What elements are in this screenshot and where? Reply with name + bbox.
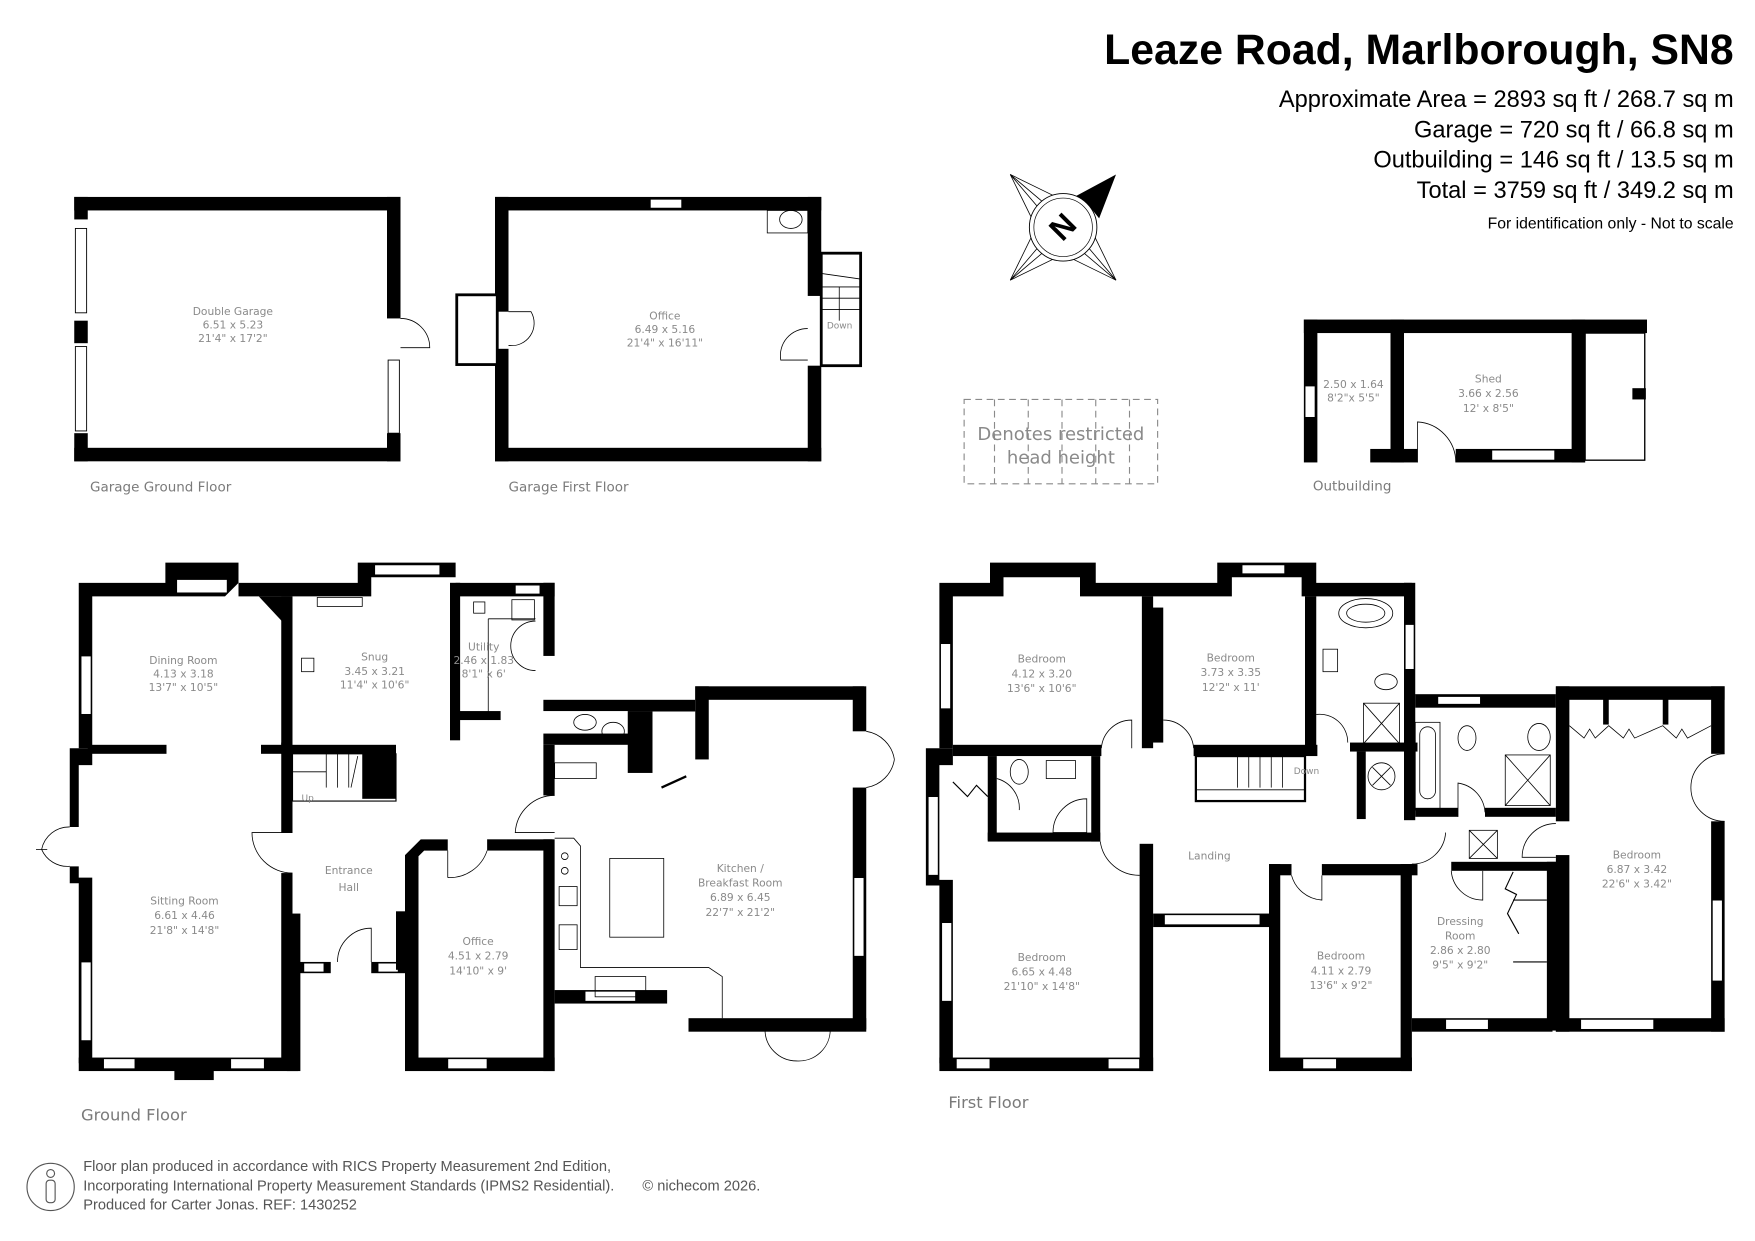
- floor-label: Garage First Floor: [509, 480, 629, 496]
- svg-text:11'4" x 10'6": 11'4" x 10'6": [340, 679, 410, 692]
- svg-text:6.51 x 5.23: 6.51 x 5.23: [203, 319, 264, 332]
- svg-text:Bedroom: Bedroom: [1613, 848, 1661, 861]
- svg-text:6.49 x 5.16: 6.49 x 5.16: [635, 323, 696, 336]
- compass-north-icon: N: [1009, 174, 1117, 281]
- svg-text:Landing: Landing: [1188, 850, 1231, 863]
- garage-area: Garage = 720 sq ft / 66.8 sq m: [1414, 117, 1734, 143]
- svg-text:12'2" x 11': 12'2" x 11': [1202, 681, 1260, 694]
- total-area: Total = 3759 sq ft / 349.2 sq m: [1417, 178, 1734, 204]
- svg-text:6.89 x 6.45: 6.89 x 6.45: [710, 891, 771, 904]
- svg-text:Dressing: Dressing: [1437, 915, 1484, 928]
- svg-text:4.11 x 2.79: 4.11 x 2.79: [1311, 964, 1372, 977]
- svg-text:Office: Office: [463, 935, 494, 948]
- svg-text:9'5" x 9'2": 9'5" x 9'2": [1432, 959, 1488, 972]
- svg-text:8'2"x 5'5": 8'2"x 5'5": [1327, 392, 1380, 405]
- svg-text:21'10" x 14'8": 21'10" x 14'8": [1004, 980, 1080, 993]
- svg-text:22'7" x 21'2": 22'7" x 21'2": [705, 906, 775, 919]
- svg-text:13'7" x 10'5": 13'7" x 10'5": [149, 681, 219, 694]
- floor-label: Outbuilding: [1313, 479, 1392, 495]
- svg-text:Denotes restricted: Denotes restricted: [977, 424, 1144, 445]
- svg-text:2.50 x 1.64: 2.50 x 1.64: [1323, 378, 1384, 391]
- restricted-height-legend: Denotes restricted head height: [963, 398, 1159, 485]
- svg-text:6.65 x 4.48: 6.65 x 4.48: [1011, 965, 1072, 978]
- svg-text:21'8" x 14'8": 21'8" x 14'8": [150, 924, 220, 937]
- header: Leaze Road, Marlborough, SN8 Approximate…: [1104, 26, 1734, 232]
- svg-text:3.45 x 3.21: 3.45 x 3.21: [344, 665, 405, 678]
- svg-text:Produced for Carter Jonas. R: Produced for Carter Jonas. REF: 1430252: [83, 1197, 357, 1213]
- svg-text:21'4" x 16'11": 21'4" x 16'11": [627, 337, 703, 350]
- svg-text:Entrance: Entrance: [325, 864, 373, 877]
- svg-text:Shed: Shed: [1475, 373, 1502, 386]
- svg-text:Up: Up: [302, 794, 315, 804]
- svg-text:Double Garage: Double Garage: [193, 305, 273, 318]
- svg-text:8'1" x 6': 8'1" x 6': [462, 667, 506, 680]
- svg-text:12' x 8'5": 12' x 8'5": [1463, 402, 1514, 415]
- svg-text:Utility: Utility: [468, 640, 499, 653]
- svg-text:22'6" x 3.42": 22'6" x 3.42": [1602, 878, 1672, 891]
- svg-text:Room: Room: [1445, 929, 1475, 942]
- svg-text:4.12 x 3.20: 4.12 x 3.20: [1011, 667, 1072, 680]
- svg-text:Bedroom: Bedroom: [1207, 652, 1255, 665]
- svg-text:3.66 x 2.56: 3.66 x 2.56: [1458, 387, 1519, 400]
- svg-text:4.51 x 2.79: 4.51 x 2.79: [448, 950, 509, 963]
- footer: Floor plan produced in accordance with R…: [26, 1159, 760, 1213]
- svg-text:4.13 x 3.18: 4.13 x 3.18: [153, 667, 214, 680]
- svg-text:Snug: Snug: [361, 650, 388, 663]
- svg-text:14'10" x 9': 14'10" x 9': [449, 964, 507, 977]
- approximate-area: Approximate Area = 2893 sq ft / 268.7 sq…: [1279, 87, 1734, 113]
- outbuilding: 2.50 x 1.64 8'2"x 5'5" Shed 3.66 x 2.56 …: [1303, 319, 1647, 495]
- svg-text:Breakfast Room: Breakfast Room: [698, 877, 783, 890]
- svg-text:© nichecom 2026.: © nichecom 2026.: [642, 1178, 760, 1194]
- svg-text:6.61 x 4.46: 6.61 x 4.46: [154, 909, 215, 922]
- floor-label: Ground Floor: [81, 1106, 187, 1125]
- svg-text:Bedroom: Bedroom: [1317, 950, 1365, 963]
- outbuilding-area: Outbuilding = 146 sq ft / 13.5 sq m: [1373, 148, 1733, 174]
- svg-text:Bedroom: Bedroom: [1018, 653, 1066, 666]
- svg-text:head height: head height: [1007, 448, 1115, 469]
- svg-text:6.87 x 3.42: 6.87 x 3.42: [1607, 863, 1668, 876]
- svg-text:Office: Office: [649, 310, 680, 323]
- first-floor: Bedroom 4.12 x 3.20 13'6" x 10'6" Bedroo…: [925, 562, 1725, 1112]
- svg-text:Kitchen /: Kitchen /: [717, 862, 765, 875]
- person-icon: [26, 1162, 75, 1212]
- garage-first-floor: Down Office 6.49 x 5.16 21'4" x 16'11" G…: [455, 196, 863, 496]
- ground-floor: Utility 2.46 x 1.83 8'1" x 6' Dining Roo…: [36, 562, 895, 1125]
- svg-text:Hall: Hall: [339, 881, 360, 894]
- svg-text:Down: Down: [1294, 767, 1320, 777]
- svg-text:2.46 x 1.83: 2.46 x 1.83: [453, 654, 514, 667]
- svg-text:13'6" x 10'6": 13'6" x 10'6": [1007, 682, 1077, 695]
- svg-text:Dining Room: Dining Room: [149, 654, 217, 667]
- svg-text:Incorporating International Pr: Incorporating International Property Mea…: [83, 1178, 614, 1194]
- svg-text:3.73 x 3.35: 3.73 x 3.35: [1200, 666, 1261, 679]
- floor-label: Garage Ground Floor: [90, 480, 232, 496]
- svg-text:13'6" x 9'2": 13'6" x 9'2": [1310, 979, 1373, 992]
- svg-text:21'4" x 17'2": 21'4" x 17'2": [198, 332, 268, 345]
- svg-text:Sitting Room: Sitting Room: [150, 895, 218, 908]
- svg-text:Bedroom: Bedroom: [1018, 951, 1066, 964]
- svg-text:Floor plan produced in accorda: Floor plan produced in accordance with R…: [83, 1159, 611, 1175]
- svg-text:Down: Down: [827, 322, 853, 332]
- property-title: Leaze Road, Marlborough, SN8: [1104, 26, 1733, 74]
- garage-ground-floor: Double Garage 6.51 x 5.23 21'4" x 17'2" …: [74, 196, 431, 496]
- svg-text:2.86 x 2.80: 2.86 x 2.80: [1430, 944, 1491, 957]
- floor-label: First Floor: [948, 1093, 1028, 1112]
- disclaimer: For identification only - Not to scale: [1488, 215, 1734, 232]
